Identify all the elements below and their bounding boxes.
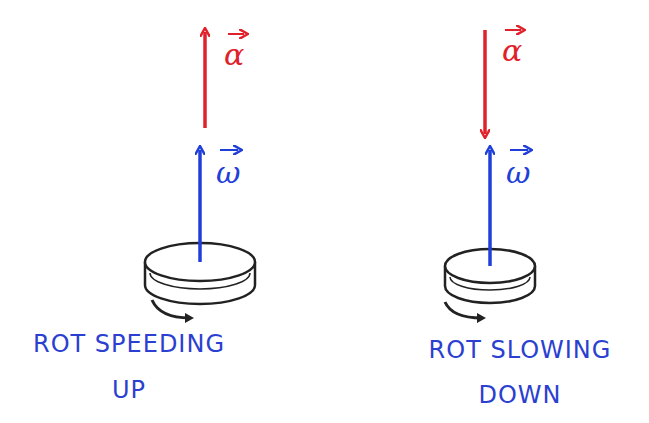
- alpha-label: α: [224, 40, 244, 70]
- alpha-label: α: [502, 36, 522, 66]
- vector-bar: [505, 29, 521, 31]
- omega-label: ω: [506, 158, 530, 188]
- vector-bar: [510, 149, 528, 151]
- vector-bar: [220, 149, 238, 151]
- caption-note: ROT SPEEDING UP: [14, 322, 244, 413]
- alpha-arrow: [203, 32, 207, 128]
- caption-note: ROT SLOWING DOWN: [405, 328, 635, 419]
- alpha-arrow: [483, 30, 487, 134]
- omega-arrow: [488, 150, 492, 266]
- omega-label: ω: [216, 158, 240, 188]
- vector-bar: [228, 33, 244, 35]
- omega-arrow: [198, 150, 202, 262]
